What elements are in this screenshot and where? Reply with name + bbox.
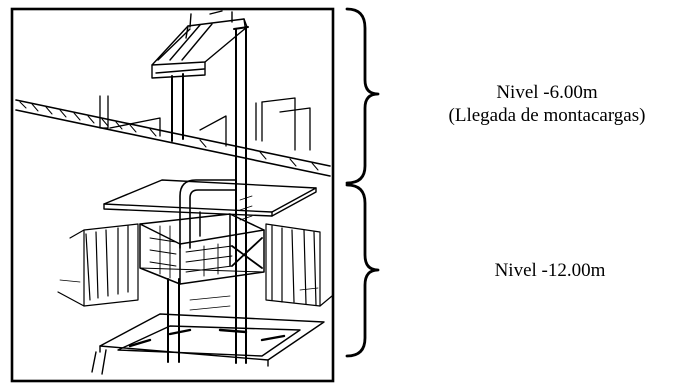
elevator-sketch [15, 10, 333, 375]
level-label-upper: Nivel -6.00m (Llegada de montacargas) [400, 81, 694, 127]
level-lower-name: Nivel -12.00m [494, 260, 606, 281]
upper-slab [15, 99, 331, 177]
guide-columns [167, 26, 249, 364]
level-label-lower: Nivel -12.00m [430, 259, 670, 282]
lower-side-walls [57, 223, 333, 307]
sketch-frame [10, 7, 335, 383]
elevator-car [139, 211, 265, 285]
level-upper-name: Nivel -6.00m [496, 82, 598, 103]
bracket-upper-icon [345, 7, 380, 185]
hoist-frame [151, 10, 248, 79]
duct-pipe [179, 179, 237, 249]
level-upper-note: (Llegada de montacargas) [448, 105, 646, 126]
hatch-details [59, 195, 319, 311]
upper-walls [99, 95, 311, 151]
level-brackets [345, 7, 380, 358]
shaft-pit [91, 313, 325, 375]
landing-platform [103, 179, 317, 217]
bracket-lower-icon [345, 183, 380, 358]
